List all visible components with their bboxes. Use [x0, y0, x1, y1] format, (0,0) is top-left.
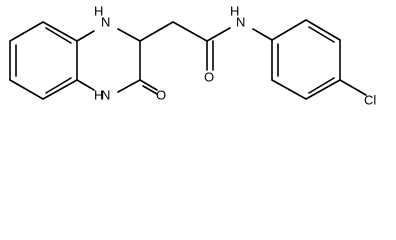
bond	[271, 19, 307, 41]
atom-label-h: H	[230, 3, 239, 18]
double-bond-inner	[308, 26, 335, 43]
bond	[117, 28, 141, 42]
atom-label-n: N	[236, 14, 245, 29]
atom-label-n: N	[101, 14, 110, 29]
bond	[271, 79, 307, 100]
carbonyl-bond	[142, 85, 158, 95]
bond	[42, 21, 78, 42]
atom-label-o: O	[156, 87, 166, 102]
atom-label-cl: Cl	[364, 92, 376, 107]
pyrazinone-ring	[76, 28, 158, 95]
bond	[206, 27, 231, 42]
bond	[305, 19, 341, 41]
bond	[252, 28, 273, 41]
bond	[9, 79, 44, 100]
bond	[9, 21, 44, 42]
bond	[76, 79, 95, 91]
double-bond-inner	[45, 77, 72, 94]
acetamide-linker	[139, 21, 231, 71]
bond	[42, 79, 78, 100]
double-bond-inner	[308, 77, 335, 94]
bond	[117, 79, 141, 93]
bond	[305, 79, 341, 100]
chlorophenyl-ring	[252, 19, 367, 100]
bond	[172, 21, 208, 42]
atom-label-h: H	[94, 3, 103, 18]
bond	[76, 30, 95, 42]
atom-label-n: N	[101, 87, 110, 102]
benzo-ring	[9, 21, 78, 100]
carbonyl-bond	[139, 79, 158, 91]
atom-label-h: H	[94, 87, 103, 102]
bond	[139, 21, 174, 42]
double-bond-inner	[45, 27, 72, 44]
chemical-structure-diagram: H N H N O O H N Cl	[9, 3, 376, 107]
bond	[339, 79, 367, 96]
atom-label-o: O	[204, 69, 214, 84]
